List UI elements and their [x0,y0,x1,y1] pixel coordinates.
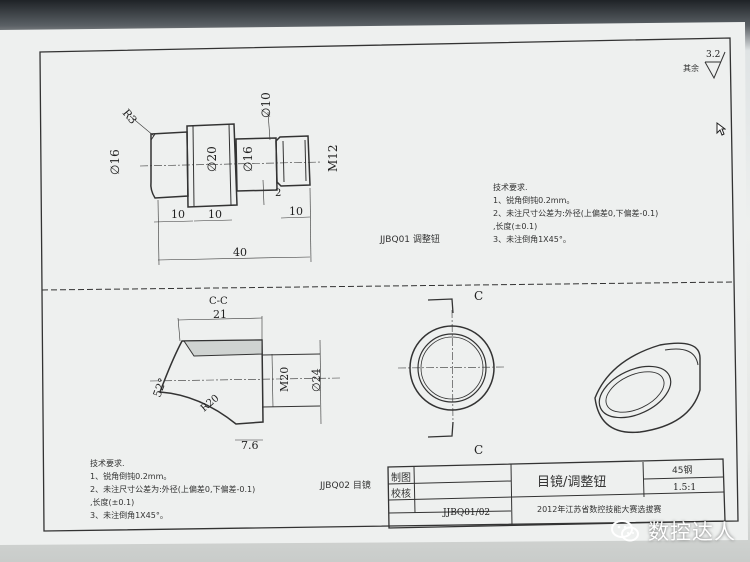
part2-thread: M20 [278,367,291,392]
tech2-title: 技术要求. [90,458,125,468]
part1-name: JJBQ01 调整钮 [379,233,440,245]
part2-profile [158,339,264,425]
part1-total: 40 [233,246,247,259]
tech1-item: 1、锐角倒钝0.2mm。 [493,195,574,205]
part1-len-c: 10 [289,205,303,218]
tb-scale: 1.5:1 [673,483,696,493]
tech2-item: ,长度(±0.1) [90,497,134,507]
monitor-bezel [0,0,750,26]
view-mark-top: C [474,289,483,303]
roughness-symbol: 3.2 其余 [683,50,726,80]
tb-code: JJBQ01/02 [442,508,490,518]
part2-angle: 52° [151,376,170,399]
tb-drawn: 制图 [391,471,411,484]
tech-requirements-2: 技术要求. 1、锐角倒钝0.2mm。 2、未注尺寸公差为:外径(上偏差0,下偏差… [90,458,255,520]
part1-thread-label: M12 [326,144,340,172]
part1-profile [129,111,323,266]
tech2-item: 1、锐角倒钝0.2mm。 [90,471,171,481]
part1-neck [235,137,278,192]
part1-dia-body: ∅20 [205,146,219,172]
part1-dia-neck: ∅16 [241,146,255,172]
tech1-item: ,长度(±0.1) [493,221,537,231]
part1-left-cylinder [150,131,189,199]
part1-groove: 2 [275,188,281,199]
part1-len-a: 10 [171,208,185,221]
watermark-text: 数控达人 [648,520,736,544]
tb-title: 目镜/调整钮 [537,475,606,490]
part2-name: JJBQ02 目镜 [319,479,371,491]
sheet-border [39,37,739,532]
part1-thread [275,135,311,187]
tb-checked: 校核 [391,487,411,500]
wechat-icon [611,520,639,542]
tech2-item: 3、未注倒角1X45°。 [90,510,168,520]
section-divider [41,281,734,291]
mouse-cursor-icon [716,122,726,136]
part2-dia: ∅24 [310,368,323,392]
tb-material: 45钢 [672,464,692,476]
part1-len-b: 10 [208,208,222,221]
tech1-item: 3、未注倒角1X45°。 [493,234,571,244]
part1-dia-top: ∅10 [259,92,273,118]
part1-dia-left: ∅16 [108,149,122,175]
iso-view [594,342,701,434]
end-view [397,298,506,438]
part1-body [186,123,238,208]
part2-hatch [183,339,263,357]
tech1-item: 2、未注尺寸公差为:外径(上偏差0,下偏差-0.1) [493,208,658,218]
roughness-value: 3.2 [706,50,720,60]
view-mark-bottom: C [474,443,483,457]
title-block [387,458,726,529]
watermark: 数控达人 [610,516,736,546]
tech1-title: 技术要求. [493,182,528,192]
roughness-label: 其余 [683,63,699,73]
part2-section-label: C-C [209,296,228,307]
part2-section [149,316,341,441]
part2-depth: 7.6 [241,439,259,452]
tb-event: 2012年江苏省数控技能大赛选拔赛 [537,504,661,514]
tech2-item: 2、未注尺寸公差为:外径(上偏差0,下偏差-0.1) [90,484,255,494]
part2-width: 21 [213,308,227,321]
tech-requirements-1: 技术要求. 1、锐角倒钝0.2mm。 2、未注尺寸公差为:外径(上偏差0,下偏差… [493,182,658,244]
